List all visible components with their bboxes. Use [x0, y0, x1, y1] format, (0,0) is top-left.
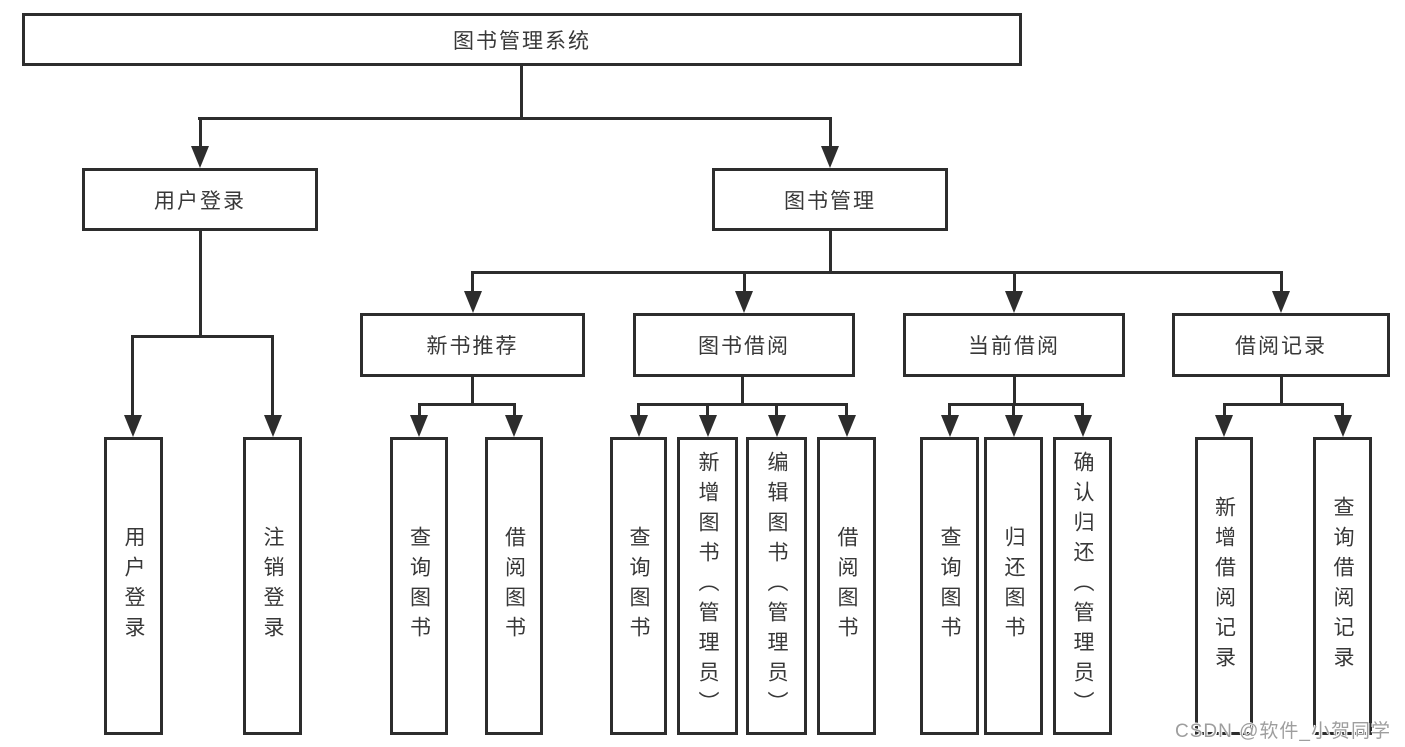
connector-line-v	[1341, 403, 1344, 415]
arrow-head	[698, 415, 717, 437]
connector-line-v	[742, 271, 746, 293]
leaf-current-confirm-return-admin-label: 确认归还（管理员）	[1071, 451, 1094, 721]
connector-line-v	[637, 403, 640, 415]
leaf-borrow-borrow-books-label: 借阅图书	[835, 526, 858, 646]
arrow-head	[837, 415, 856, 437]
node-user-login-label: 用户登录	[154, 189, 246, 213]
leaf-records-add-record-label: 新增借阅记录	[1212, 496, 1236, 676]
connector-line-v	[828, 231, 832, 274]
connector-line-v	[519, 66, 523, 120]
leaf-logout: 注销登录	[243, 437, 302, 735]
leaf-user-login: 用户登录	[104, 437, 163, 735]
leaf-borrow-edit-books-admin-label: 编辑图书（管理员）	[765, 451, 788, 721]
arrow-head	[629, 415, 648, 437]
arrow-head	[1333, 415, 1352, 437]
connector-line-h	[1222, 403, 1344, 406]
connector-line-v	[845, 403, 848, 415]
leaf-borrow-add-books-admin: 新增图书（管理员）	[677, 437, 738, 735]
arrow-head	[1272, 291, 1290, 313]
connector-line-v	[828, 117, 832, 149]
leaf-recommend-query-books-label: 查询图书	[407, 526, 431, 646]
leaf-current-return-books-label: 归还图书	[1002, 526, 1025, 646]
arrow-head	[1005, 291, 1023, 313]
arrow-head	[940, 415, 959, 437]
connector-line-v	[1012, 377, 1016, 406]
leaf-recommend-borrow-books: 借阅图书	[485, 437, 543, 735]
connector-line-v	[740, 377, 744, 406]
leaf-current-return-books: 归还图书	[984, 437, 1043, 735]
leaf-current-query-books: 查询图书	[920, 437, 979, 735]
connector-line-h	[471, 271, 1282, 274]
node-book-management: 图书管理	[712, 168, 948, 231]
arrow-head	[123, 415, 142, 437]
connector-line-v	[471, 271, 474, 293]
leaf-records-add-record: 新增借阅记录	[1195, 437, 1253, 735]
arrow-head	[191, 146, 209, 168]
connector-line-v	[1279, 271, 1283, 293]
connector-line-v	[706, 403, 709, 415]
arrow-head	[1215, 415, 1233, 437]
node-book-borrow-label: 图书借阅	[698, 335, 790, 358]
connector-line-v	[198, 231, 202, 338]
connector-line-h	[948, 403, 1084, 406]
node-new-book-recommend-label: 新书推荐	[426, 335, 519, 358]
connector-line-h	[637, 403, 848, 406]
leaf-current-query-books-label: 查询图书	[938, 526, 961, 646]
leaf-borrow-edit-books-admin: 编辑图书（管理员）	[746, 437, 807, 735]
connector-line-v	[471, 377, 474, 406]
arrow-head	[263, 415, 282, 437]
node-new-book-recommend: 新书推荐	[360, 313, 585, 377]
node-user-login: 用户登录	[82, 168, 318, 231]
connector-line-v	[1279, 377, 1283, 406]
arrow-head	[767, 415, 786, 437]
connector-line-h	[417, 403, 516, 406]
leaf-user-login-label: 用户登录	[122, 526, 145, 646]
leaf-current-confirm-return-admin: 确认归还（管理员）	[1053, 437, 1112, 735]
arrow-head	[1004, 415, 1023, 437]
connector-line-h	[198, 117, 832, 120]
leaf-logout-label: 注销登录	[261, 526, 284, 646]
connector-line-v	[512, 403, 516, 415]
arrow-head	[410, 415, 428, 437]
node-current-borrow-label: 当前借阅	[968, 335, 1060, 358]
leaf-borrow-query-books-label: 查询图书	[627, 526, 650, 646]
connector-line-v	[1081, 403, 1084, 415]
leaf-recommend-query-books: 查询图书	[390, 437, 448, 735]
leaf-borrow-add-books-admin-label: 新增图书（管理员）	[696, 451, 719, 721]
connector-line-v	[1222, 403, 1226, 415]
connector-line-v	[1012, 271, 1016, 293]
leaf-recommend-borrow-books-label: 借阅图书	[502, 526, 526, 646]
connector-line-v	[198, 117, 202, 149]
arrow-head	[463, 291, 482, 313]
leaf-borrow-borrow-books: 借阅图书	[817, 437, 876, 735]
arrow-head	[735, 291, 753, 313]
arrow-head	[1073, 415, 1092, 437]
csdn-watermark: CSDN @软件_小贺同学	[1175, 721, 1391, 742]
node-current-borrow: 当前借阅	[903, 313, 1125, 377]
connector-line-v	[131, 335, 134, 415]
node-root-label: 图书管理系统	[453, 29, 591, 53]
arrow-head	[821, 146, 839, 168]
connector-line-v	[271, 335, 274, 415]
leaf-records-query-record-label: 查询借阅记录	[1331, 496, 1354, 676]
leaf-borrow-query-books: 查询图书	[610, 437, 667, 735]
node-borrow-records: 借阅记录	[1172, 313, 1390, 377]
connector-line-v	[417, 403, 421, 415]
node-book-borrow: 图书借阅	[633, 313, 855, 377]
node-borrow-records-label: 借阅记录	[1235, 335, 1327, 358]
node-root: 图书管理系统	[22, 13, 1022, 66]
leaf-records-query-record: 查询借阅记录	[1313, 437, 1372, 735]
connector-line-v	[775, 403, 778, 415]
connector-line-h	[131, 335, 274, 338]
arrow-head	[505, 415, 523, 437]
connector-line-v	[948, 403, 951, 415]
node-book-management-label: 图书管理	[784, 189, 876, 213]
connector-line-v	[1012, 403, 1015, 415]
